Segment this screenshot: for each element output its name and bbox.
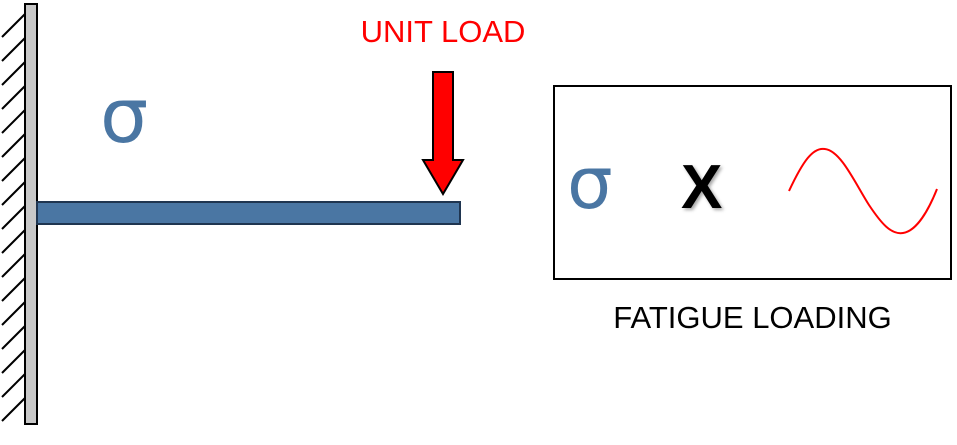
fatigue-loading-label: FATIGUE LOADING	[613, 300, 892, 335]
down-arrow-icon	[421, 71, 465, 196]
cantilever-beam	[36, 201, 461, 225]
box-stress-symbol: σ	[567, 141, 613, 225]
sine-wave-icon	[788, 147, 938, 235]
fatigue-loading-box: σ X	[553, 85, 952, 280]
wall	[24, 3, 38, 425]
wall-hatching	[1, 13, 26, 422]
beam-stress-symbol: σ	[100, 71, 149, 160]
unit-load-label: UNIT LOAD	[360, 14, 526, 49]
fixed-wall-support-icon	[1, 3, 38, 425]
multiply-symbol: X	[681, 153, 723, 222]
